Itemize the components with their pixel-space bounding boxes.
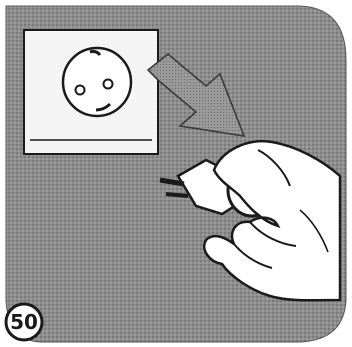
socket-face <box>63 48 131 116</box>
step-badge: 50 <box>6 304 42 340</box>
wall-socket <box>24 30 158 154</box>
step-number: 50 <box>10 310 38 334</box>
plug-pin-2 <box>166 194 188 196</box>
